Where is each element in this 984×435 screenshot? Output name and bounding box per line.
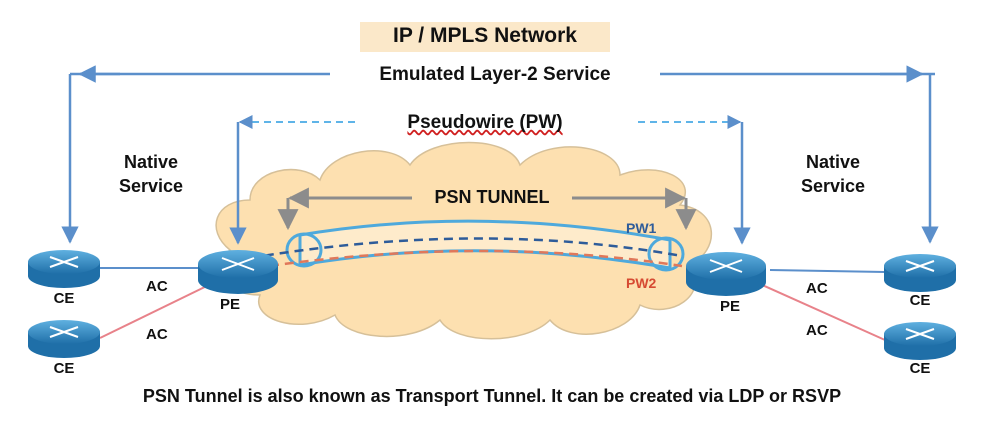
tunnel-end-right (647, 236, 685, 272)
pw1-line (249, 237, 683, 260)
psn-tunnel (298, 219, 672, 270)
tunnel-end-left (285, 232, 323, 268)
ac-right-bottom-link (759, 283, 886, 341)
ac-left-bottom-link (99, 281, 216, 339)
psn-tunnel-arrow (277, 187, 697, 231)
title-background (360, 22, 610, 52)
router-icon (28, 320, 100, 358)
router-icon (198, 250, 278, 294)
pw1-label: PW1 (626, 220, 657, 236)
diagram-title: IP / MPLS Network (393, 24, 577, 47)
ac-left-top-label: AC (146, 278, 168, 295)
footnote: PSN Tunnel is also known as Transport Tu… (142, 386, 842, 406)
native-service-right-label: Native Service (800, 152, 866, 196)
ac-right-top-link (769, 269, 886, 273)
pe-left-label: PE (219, 296, 240, 313)
router-icon (884, 254, 956, 292)
psn-cloud (215, 141, 713, 340)
router-icon (28, 250, 100, 288)
psn-tunnel-label: PSN TUNNEL (434, 187, 550, 207)
router-icon (884, 322, 956, 360)
ce-left-top-label: CE (53, 290, 75, 307)
ac-right-bottom-label: AC (806, 322, 828, 339)
native-service-left-label: Native Service (118, 152, 184, 196)
pw2-label: PW2 (626, 275, 657, 291)
ce-right-top-label: CE (909, 292, 931, 309)
ac-left-bottom-label: AC (146, 326, 168, 343)
router-icon (686, 252, 766, 296)
emulated-service-label: Emulated Layer-2 Service (330, 64, 660, 86)
ce-left-bottom-label: CE (53, 360, 75, 377)
ce-right-bottom-label: CE (909, 360, 931, 377)
ac-right-top-label: AC (806, 280, 828, 297)
pw2-line (254, 249, 683, 270)
pseudowire-arrow (229, 115, 751, 245)
pe-right-label: PE (719, 298, 740, 315)
pseudowire-label: Pseudowire (PW) (385, 112, 585, 134)
